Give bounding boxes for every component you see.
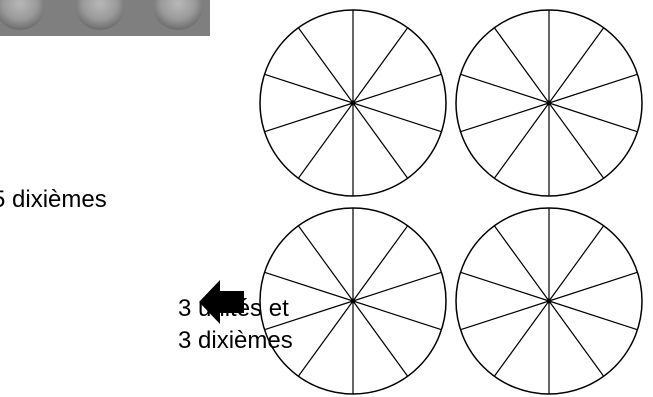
fraction-wheel-bottom-left: [258, 206, 448, 396]
left-arrow-icon: [199, 280, 244, 324]
wheel-sector-divider: [353, 103, 441, 132]
wheel-sector-divider: [353, 74, 441, 103]
wheel-sector-divider: [461, 103, 549, 132]
wheel-sector-divider: [353, 226, 408, 301]
wheel-sector-divider: [298, 301, 353, 376]
wheel-sector-divider: [461, 74, 549, 103]
label-tenths-partial: 5 dixièmes: [0, 185, 107, 215]
fraction-wheel-bottom-right: [454, 206, 644, 396]
wheel-sector-divider: [353, 301, 441, 330]
wheel-sector-divider: [353, 272, 441, 301]
wheel-center-dot: [547, 101, 552, 106]
wheel-sector-divider: [298, 28, 353, 103]
wheel-sector-divider: [549, 301, 637, 330]
wheel-sector-divider: [265, 272, 353, 301]
wheel-center-dot: [351, 299, 356, 304]
wheel-sector-divider: [461, 272, 549, 301]
wheel-sector-divider: [353, 301, 408, 376]
wheel-sector-divider: [298, 103, 353, 178]
fraction-wheel-top-left: [258, 8, 448, 198]
wheel-sector-divider: [549, 103, 637, 132]
fraction-wheel-top-right: [454, 8, 644, 198]
wheel-sector-divider: [461, 301, 549, 330]
wheel-sector-divider: [549, 74, 637, 103]
wheel-sector-divider: [549, 103, 604, 178]
photo-crop: [0, 0, 210, 36]
wheel-sector-divider: [549, 301, 604, 376]
photo-crop-image: [0, 0, 210, 36]
wheel-sector-divider: [265, 301, 353, 330]
wheel-sector-divider: [494, 226, 549, 301]
wheel-sector-divider: [494, 28, 549, 103]
wheel-sector-divider: [298, 226, 353, 301]
wheel-sector-divider: [549, 28, 604, 103]
wheel-center-dot: [547, 299, 552, 304]
wheel-sector-divider: [353, 28, 408, 103]
wheel-sector-divider: [494, 103, 549, 178]
wheel-sector-divider: [265, 103, 353, 132]
wheel-sector-divider: [549, 272, 637, 301]
wheel-sector-divider: [353, 103, 408, 178]
wheel-sector-divider: [265, 74, 353, 103]
wheel-sector-divider: [494, 301, 549, 376]
wheel-center-dot: [351, 101, 356, 106]
wheel-sector-divider: [549, 226, 604, 301]
